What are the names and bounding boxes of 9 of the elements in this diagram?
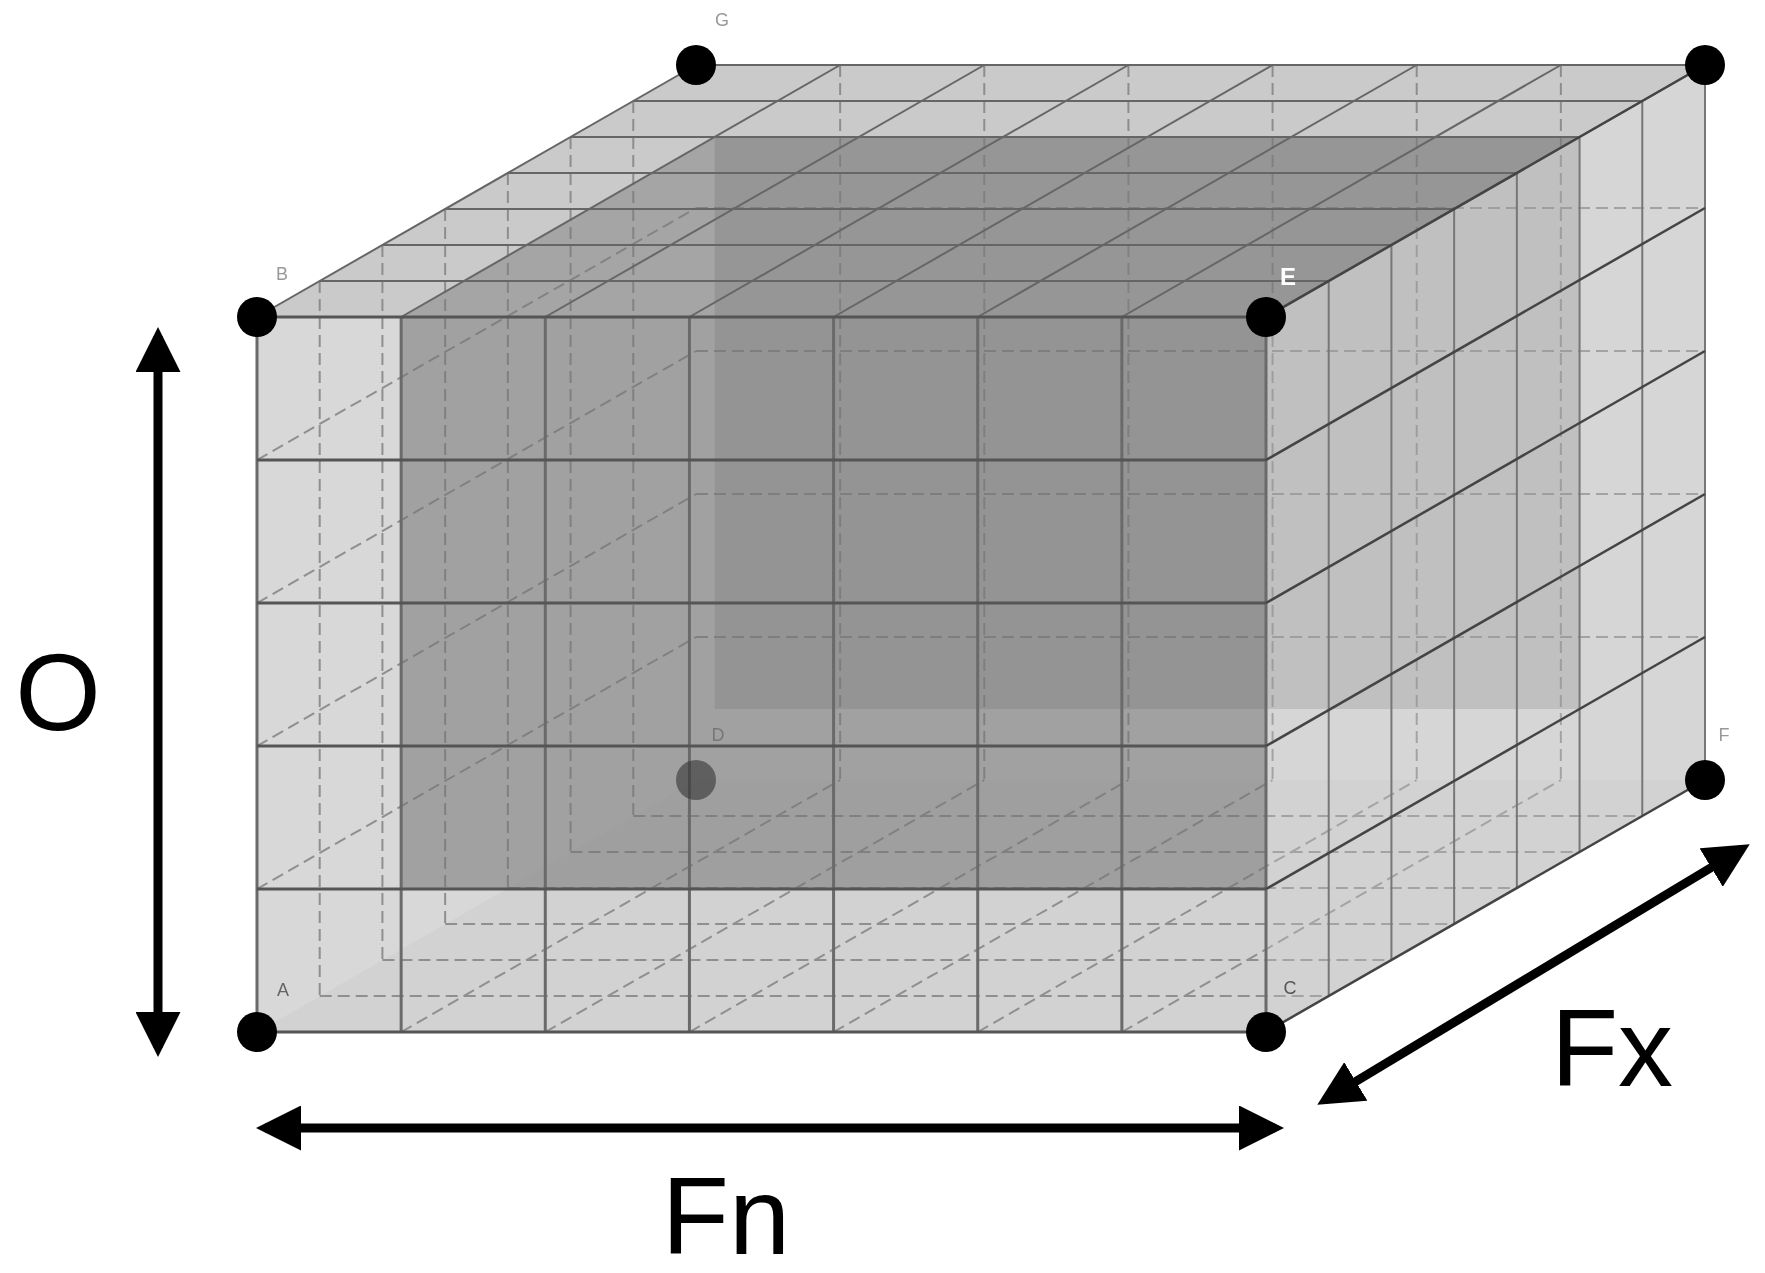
vertex-label: B (276, 265, 288, 283)
dimension-label: Fx (1550, 993, 1674, 1103)
dimension-label: O (15, 637, 101, 747)
vertex-label: E (1280, 265, 1296, 289)
vertex-label: G (715, 11, 729, 29)
vertex-label: C (1283, 979, 1297, 997)
vertex-label: F (1718, 726, 1730, 744)
dimension-label: Fn (661, 1161, 791, 1271)
vertex-label: A (277, 981, 289, 999)
